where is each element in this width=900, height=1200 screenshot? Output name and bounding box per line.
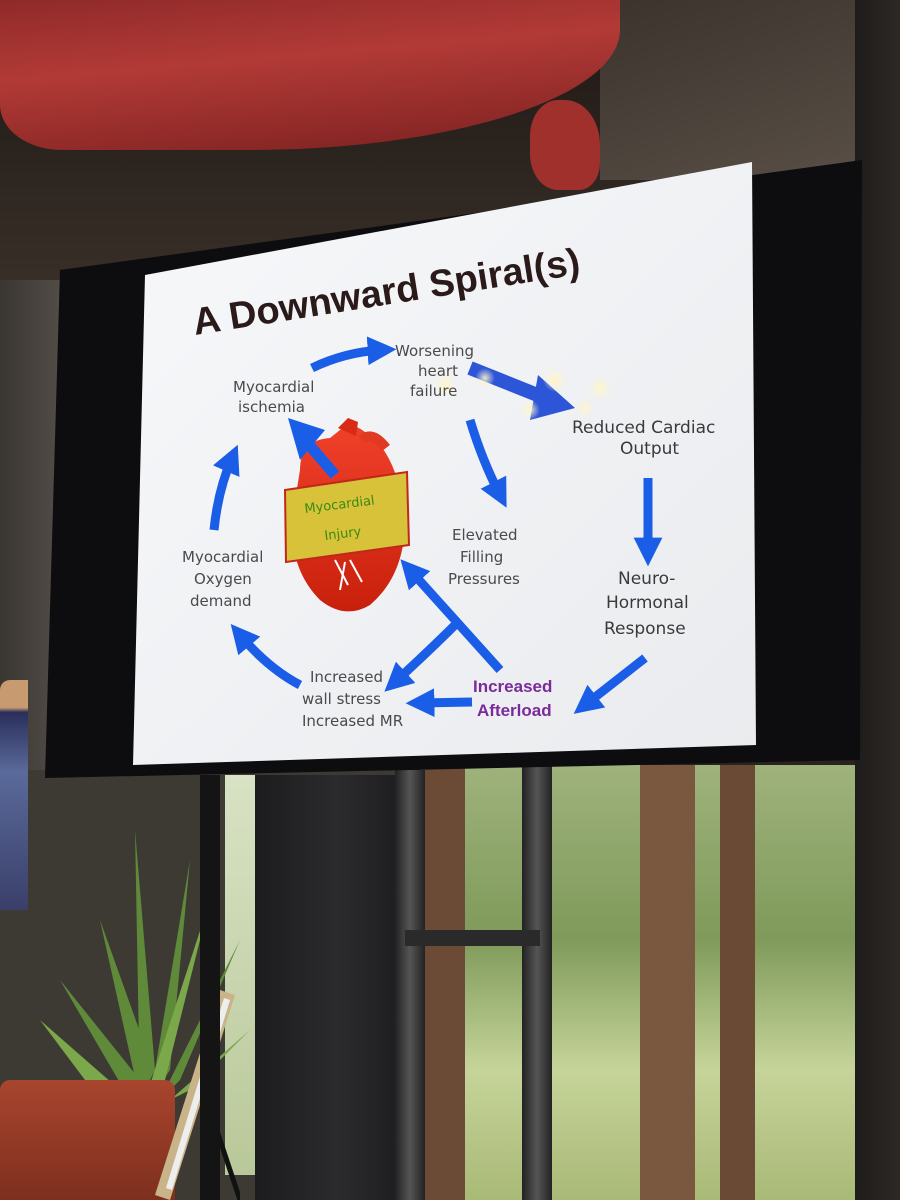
svg-text:Filling: Filling — [460, 548, 503, 566]
arrow-heart-to-ischemia — [288, 418, 340, 479]
arrow-fp-to-wallstress — [384, 616, 464, 692]
tv-monitor: A Downward Spiral(s) Myocardial Inju — [45, 160, 862, 778]
svg-text:Neuro-: Neuro- — [618, 569, 675, 589]
label-worsening-hf: Worsening heart failure — [395, 342, 474, 400]
window-frame — [640, 765, 695, 1200]
arrow-hf-to-fp — [465, 418, 507, 508]
svg-text:failure: failure — [410, 382, 457, 400]
arrow-afterload-to-wallstress — [405, 688, 473, 718]
arrow-afterload-to-heart — [400, 559, 504, 674]
arrow-ischemia-to-hf — [310, 336, 397, 373]
light-glare — [576, 399, 594, 417]
svg-text:Elevated: Elevated — [452, 526, 518, 544]
easel — [155, 990, 240, 1200]
svg-text:Reduced Cardiac: Reduced Cardiac — [572, 418, 715, 438]
light-glare — [475, 368, 495, 388]
arrow-wallstress-to-demand — [230, 624, 303, 689]
label-elevated-fp: Elevated Filling Pressures — [448, 526, 520, 588]
svg-text:Output: Output — [620, 439, 679, 459]
label-oxygen-demand: Myocardial Oxygen demand — [182, 548, 263, 610]
label-afterload: Increased Afterload — [473, 677, 552, 720]
light-glare — [433, 373, 457, 397]
label-neuro-hormonal: Neuro- Hormonal Response — [604, 569, 689, 639]
svg-text:Response: Response — [604, 619, 686, 639]
light-glare — [520, 400, 540, 420]
svg-text:Worsening: Worsening — [395, 342, 474, 360]
svg-text:wall stress: wall stress — [302, 690, 381, 708]
svg-text:Myocardial: Myocardial — [233, 378, 314, 396]
dark-curtain — [255, 775, 420, 1200]
arrow-demand-to-ischemia — [209, 444, 240, 531]
label-reduced-output: Reduced Cardiac Output — [572, 418, 715, 459]
label-wall-stress: Increased wall stress Increased MR — [302, 668, 403, 730]
myocardial-injury-box: Myocardial Injury — [283, 470, 411, 564]
svg-text:Hormonal: Hormonal — [606, 593, 689, 613]
svg-text:ischemia: ischemia — [238, 398, 305, 416]
window-frame — [420, 765, 465, 1200]
arrow-neuro-to-afterload — [573, 654, 648, 714]
svg-text:demand: demand — [190, 592, 252, 610]
label-myocardial-ischemia: Myocardial ischemia — [233, 378, 314, 416]
drape-knot — [530, 100, 600, 190]
svg-text:Pressures: Pressures — [448, 570, 520, 588]
window-frame — [720, 765, 755, 1200]
right-curtain — [855, 0, 900, 1200]
slide-screen — [133, 162, 756, 765]
svg-text:Increased: Increased — [473, 677, 552, 696]
audience-person — [0, 680, 28, 910]
stand-pole — [395, 770, 425, 1200]
light-glare — [543, 368, 567, 392]
injury-line2: Injury — [324, 525, 363, 544]
stand-pole — [522, 765, 552, 1200]
svg-text:Oxygen: Oxygen — [194, 570, 252, 588]
stand-pole — [200, 775, 220, 1200]
svg-text:Increased MR: Increased MR — [302, 712, 403, 730]
svg-text:Afterload: Afterload — [477, 701, 552, 720]
plant-pot — [0, 1080, 175, 1200]
svg-text:Increased: Increased — [310, 668, 383, 686]
ceiling-beam — [600, 0, 900, 180]
svg-text:Myocardial: Myocardial — [182, 548, 263, 566]
svg-text:heart: heart — [418, 362, 458, 380]
stand-crossbar — [405, 930, 540, 946]
light-glare — [588, 376, 612, 400]
